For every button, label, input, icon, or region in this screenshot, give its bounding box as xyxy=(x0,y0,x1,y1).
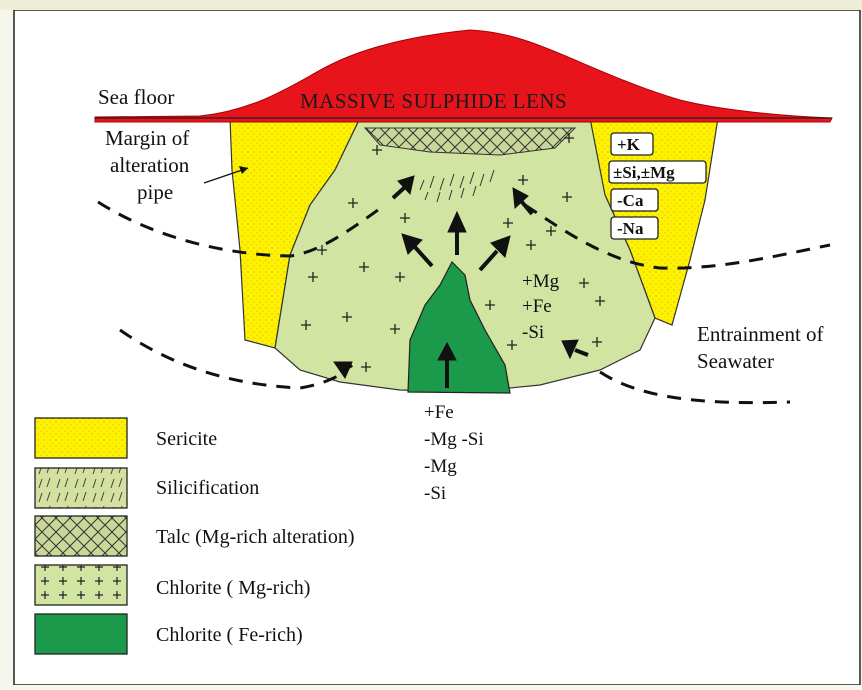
fe-change-1: +Fe xyxy=(424,402,454,423)
legend-label-chlorite-fe: Chlorite ( Fe-rich) xyxy=(156,624,303,646)
sea-floor-label: Sea floor xyxy=(98,85,174,109)
margin-label-line2: alteration xyxy=(110,153,190,177)
entrainment-label-line1: Entrainment of xyxy=(697,322,824,346)
mg-change-1: +Mg xyxy=(522,271,560,292)
change-box-text: +K xyxy=(617,135,641,154)
legend-label-talc: Talc (Mg-rich alteration) xyxy=(156,526,355,548)
legend-swatch-silicification xyxy=(35,468,127,508)
change-box-text: -Na xyxy=(617,219,644,238)
legend-label-chlorite-mg: Chlorite ( Mg-rich) xyxy=(156,577,310,599)
mg-change-2: +Fe xyxy=(522,296,552,317)
margin-label-line3: pipe xyxy=(137,180,173,204)
change-box-text: ±Si,±Mg xyxy=(613,163,675,182)
lens-label: MASSIVE SULPHIDE LENS xyxy=(300,89,567,113)
top-band xyxy=(0,0,862,10)
legend-swatch-chlorite-fe xyxy=(35,614,127,654)
change-box-text: -Ca xyxy=(617,191,644,210)
legend-label-silicification: Silicification xyxy=(156,477,259,499)
mg-change-3: -Si xyxy=(522,322,544,343)
fe-change-4: -Si xyxy=(424,483,446,504)
margin-label-line1: Margin of xyxy=(105,126,189,150)
legend-swatch-talc xyxy=(35,516,127,556)
legend-swatch-chlorite-mg xyxy=(35,565,127,605)
fe-change-2: -Mg -Si xyxy=(424,429,484,450)
legend-label-sericite: Sericite xyxy=(156,428,217,450)
legend-swatch-sericite xyxy=(35,418,127,458)
fe-change-3: -Mg xyxy=(424,456,457,477)
entrainment-label-line2: Seawater xyxy=(697,349,774,373)
